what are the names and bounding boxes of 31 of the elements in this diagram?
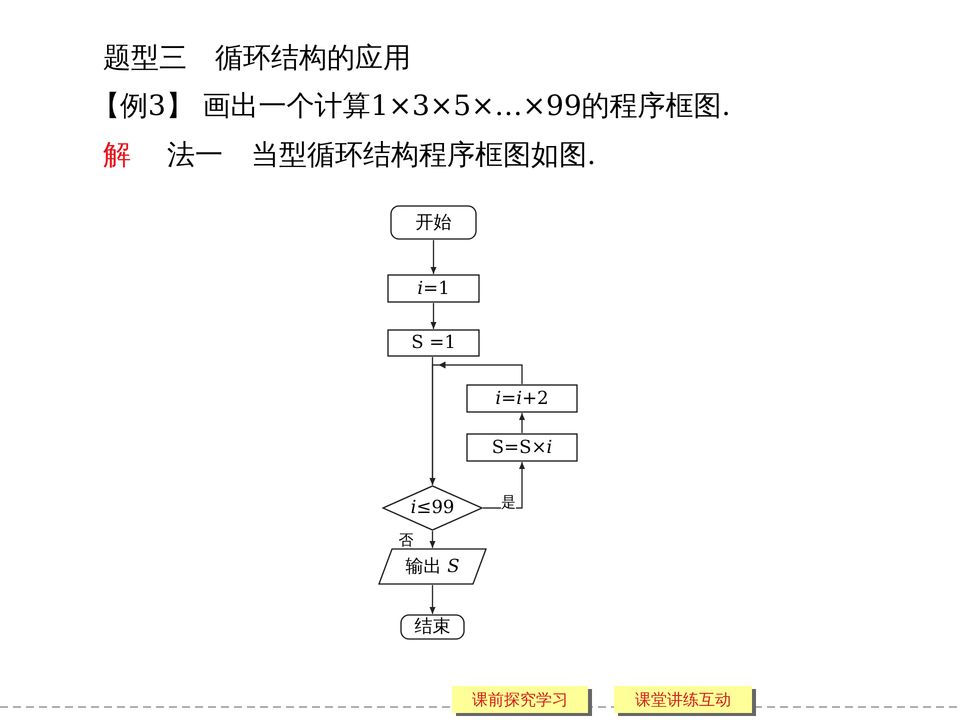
section-heading: 题型三 循环结构的应用 <box>103 40 411 76</box>
process-box <box>466 384 578 413</box>
node-label: 开始 <box>416 212 452 234</box>
process-box <box>387 329 480 357</box>
arrow <box>430 240 436 274</box>
node-label: i≤99 <box>410 497 454 519</box>
nav-tab: 课前探究学习 <box>452 686 588 713</box>
node-label: i=1 <box>417 278 450 300</box>
arrow <box>483 462 525 509</box>
solution-text: 法一 当型循环结构程序框图如图. <box>167 137 596 173</box>
arrow <box>430 585 436 614</box>
nav-tab: 课堂讲练互动 <box>614 686 752 713</box>
terminal-box <box>400 614 465 640</box>
node-label: 输出 S <box>405 556 460 578</box>
process-box <box>387 274 480 303</box>
arrow <box>519 413 525 433</box>
node-label: S=S×i <box>492 436 552 458</box>
arrow <box>430 531 436 548</box>
node-label: 结束 <box>414 616 450 638</box>
node-label: i=i+2 <box>495 388 549 410</box>
edge-label: 否 <box>398 532 414 548</box>
solution-marker: 解 <box>103 137 131 173</box>
node-label: S =1 <box>411 332 456 354</box>
arrow <box>430 303 436 329</box>
io-parallelogram <box>378 548 487 585</box>
example-question: 【例3】 画出一个计算1×3×5×…×99的程序框图. <box>92 88 731 124</box>
process-box <box>466 433 578 462</box>
decision-diamond <box>382 485 483 531</box>
terminal-box <box>390 205 477 240</box>
arrow <box>430 364 523 485</box>
edge-label: 是 <box>501 494 516 510</box>
